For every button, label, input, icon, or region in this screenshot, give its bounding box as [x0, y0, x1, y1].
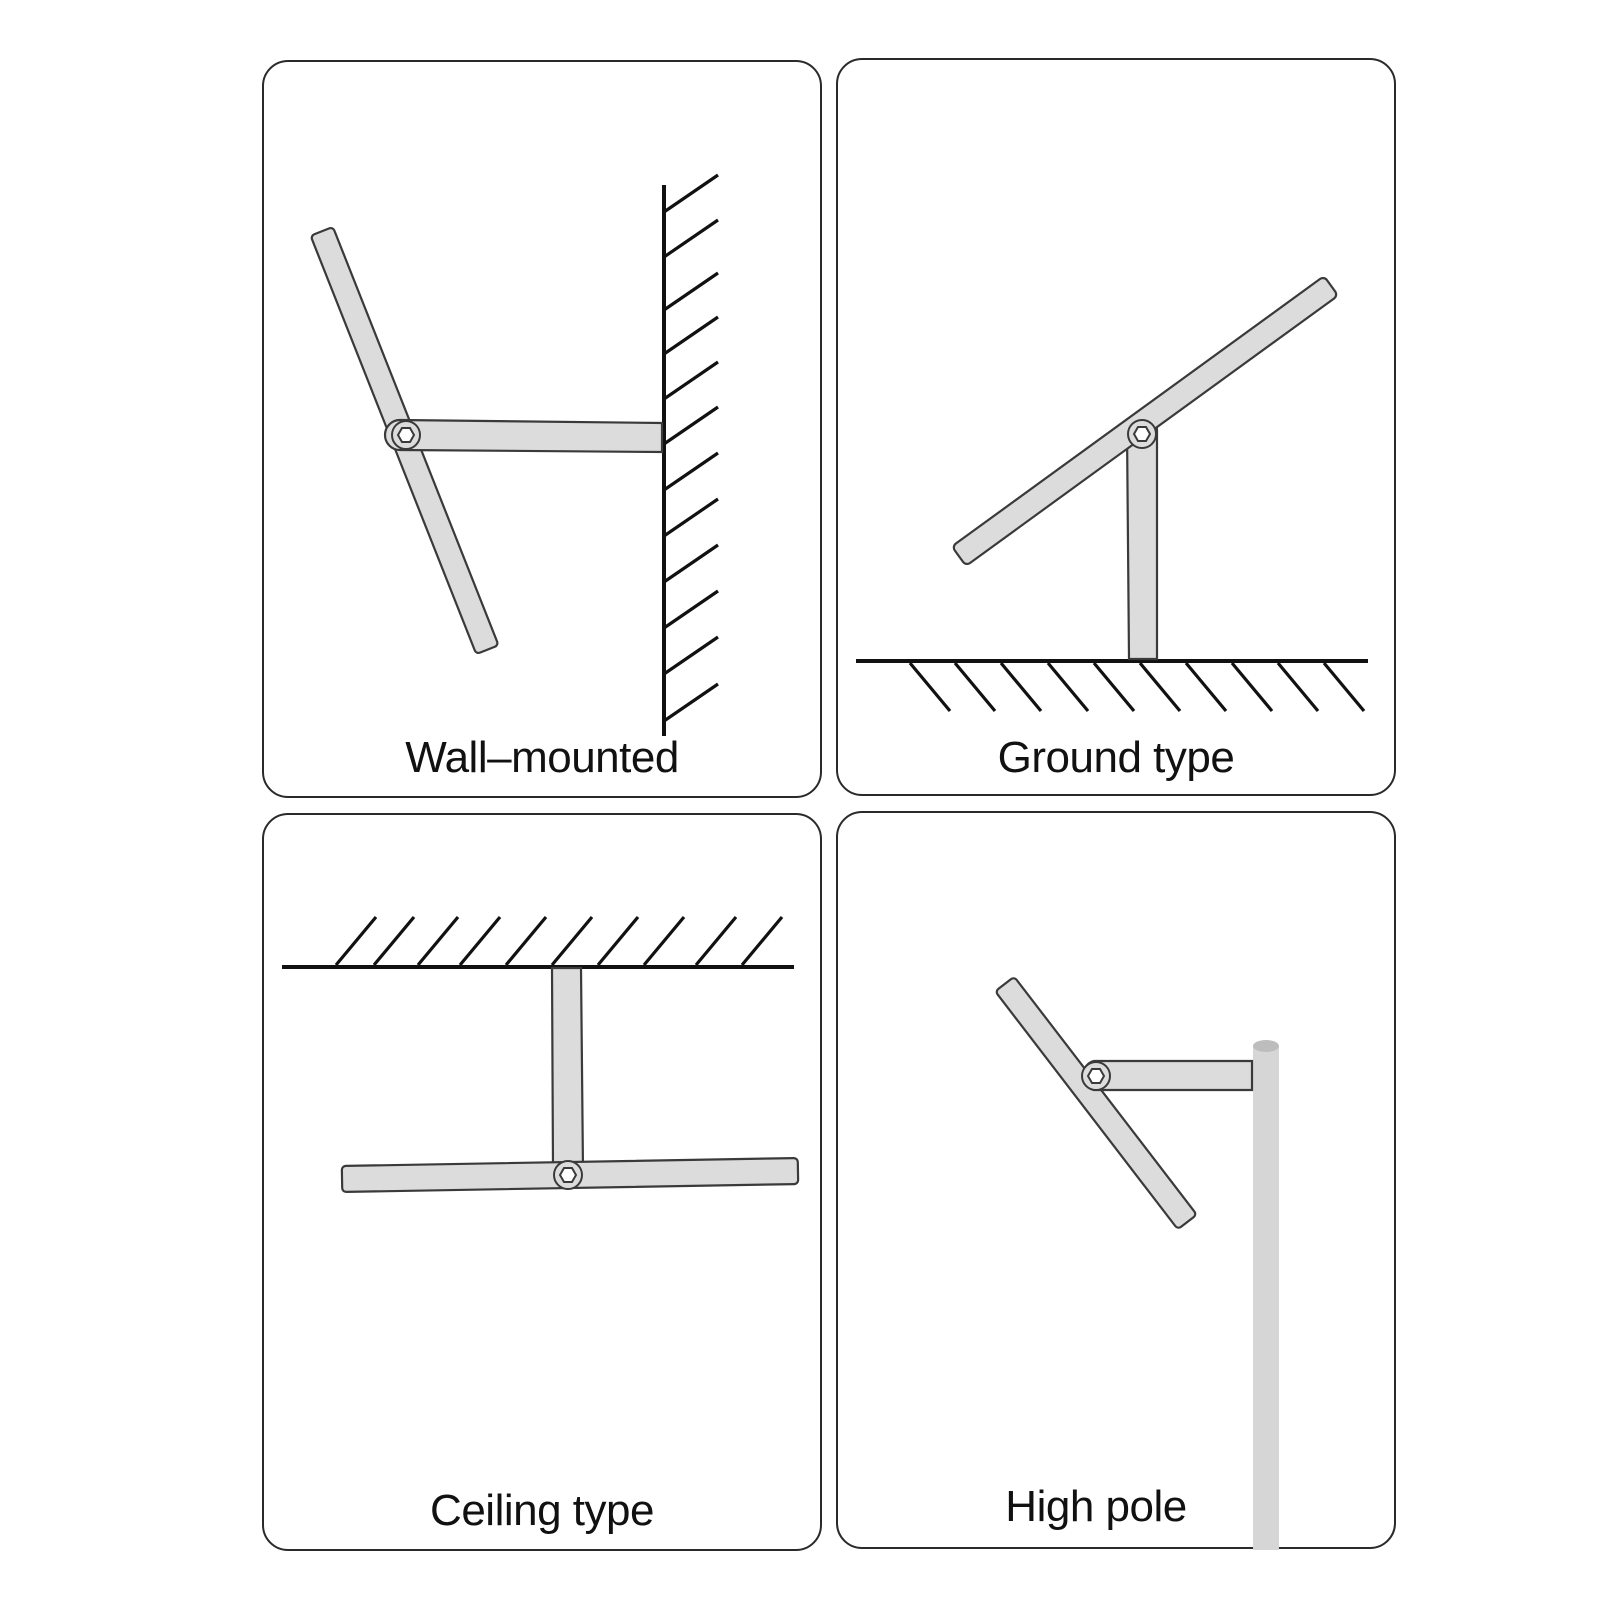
ceiling-hatch [334, 915, 784, 967]
panel-caption: High pole [1005, 1482, 1187, 1531]
support-post [550, 966, 585, 1182]
wall-mounted-diagram [310, 173, 719, 736]
ground-type-diagram [856, 276, 1368, 713]
wall-hatch [663, 173, 719, 723]
panel-caption: Wall–mounted [405, 733, 679, 782]
hinge-bolt-icon [553, 1160, 583, 1190]
hinge-bolt-icon [391, 420, 421, 450]
ceiling-type-panel: Ceiling type [262, 813, 822, 1551]
high-pole-panel: High pole [836, 811, 1396, 1550]
wall-mounted-panel: Wall–mounted [262, 60, 822, 798]
hinge-bolt-icon [1127, 419, 1157, 449]
ground-type-panel: Ground type [836, 58, 1396, 796]
panel-caption: Ceiling type [430, 1486, 654, 1535]
mounting-arm [383, 418, 664, 454]
high-pole-diagram [995, 977, 1279, 1550]
light-panel [995, 977, 1197, 1229]
pole [1253, 1040, 1279, 1550]
support-post [1125, 413, 1159, 661]
panel-caption: Ground type [997, 733, 1235, 782]
hinge-bolt-icon [1081, 1061, 1111, 1091]
ground-hatch [908, 661, 1366, 713]
ceiling-type-diagram [282, 915, 800, 1194]
